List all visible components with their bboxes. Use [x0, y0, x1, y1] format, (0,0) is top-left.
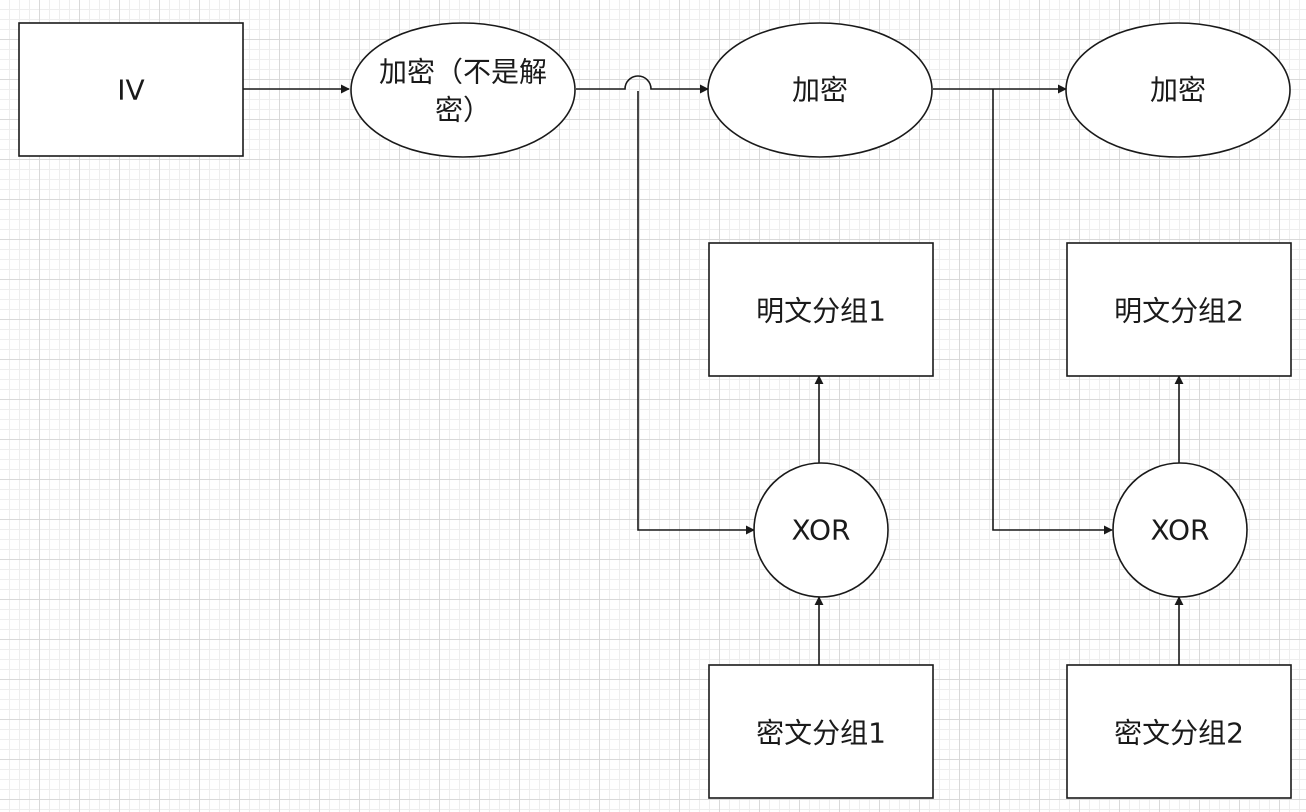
encrypt-first-label-line2: 密） [435, 94, 491, 127]
encrypt-first-label-line1: 加密（不是解 [379, 56, 547, 89]
plaintext-block-1-box [708, 242, 934, 377]
xor-2-circle [1112, 462, 1248, 598]
encrypt-first-node[interactable]: 加密（不是解 密） [350, 22, 576, 158]
xor-1-circle [753, 462, 889, 598]
plaintext-block-1-node[interactable]: 明文分组1 [708, 242, 934, 377]
encrypt-second-node[interactable]: 加密 [707, 22, 933, 158]
iv-node[interactable]: IV [18, 22, 244, 157]
xor-2-label: XOR [1151, 514, 1210, 547]
iv-box [18, 22, 244, 157]
encrypt-third-ellipse [1065, 22, 1291, 158]
xor-2-node[interactable]: XOR [1112, 462, 1248, 598]
encrypt-first-ellipse [350, 22, 576, 158]
encrypt-third-label: 加密 [1150, 74, 1206, 107]
ciphertext-block-1-label: 密文分组1 [756, 717, 886, 750]
ciphertext-block-2-box [1066, 664, 1292, 799]
plaintext-block-2-box [1066, 242, 1292, 377]
plaintext-block-2-node[interactable]: 明文分组2 [1066, 242, 1292, 377]
plaintext-block-2-label: 明文分组2 [1114, 295, 1244, 328]
ciphertext-block-2-node[interactable]: 密文分组2 [1066, 664, 1292, 799]
encrypt-second-ellipse [707, 22, 933, 158]
xor-1-node[interactable]: XOR [753, 462, 889, 598]
iv-label: IV [117, 74, 144, 107]
plaintext-block-1-label: 明文分组1 [756, 295, 886, 328]
edge-encrypt-first-to-encrypt-second [576, 75, 709, 94]
ciphertext-block-2-label: 密文分组2 [1114, 717, 1244, 750]
xor-1-label: XOR [792, 514, 851, 547]
encrypt-second-label: 加密 [792, 74, 848, 107]
edge-encrypt-first-to-xor-1 [637, 91, 755, 535]
ciphertext-block-1-box [708, 664, 934, 799]
encrypt-third-node[interactable]: 加密 [1065, 22, 1291, 158]
edge-encrypt-second-to-xor-2 [992, 89, 1113, 535]
ciphertext-block-1-node[interactable]: 密文分组1 [708, 664, 934, 799]
